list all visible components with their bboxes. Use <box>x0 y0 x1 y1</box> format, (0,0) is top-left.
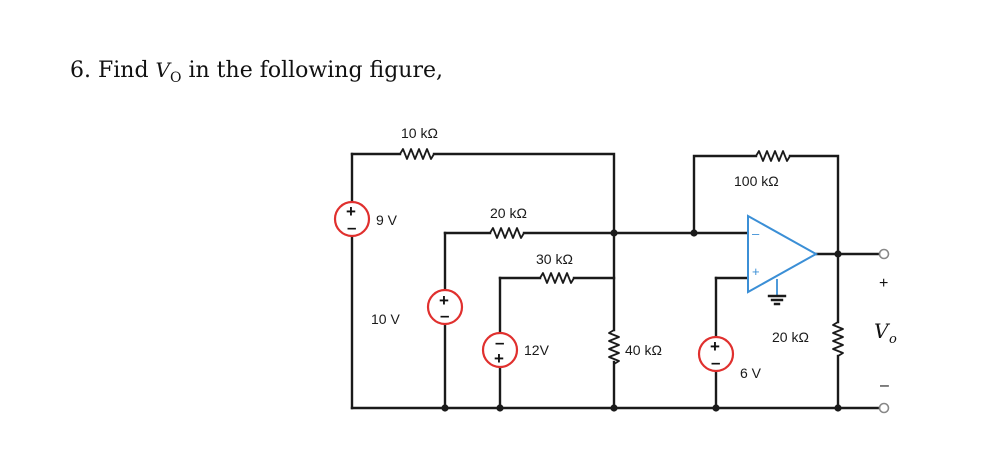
resistor-10k: 10 kΩ <box>399 125 438 160</box>
resistor-10k-label: 10 kΩ <box>401 125 438 141</box>
resistor-40k: 40 kΩ <box>608 329 662 365</box>
output-plus-sign: + <box>879 275 888 292</box>
source-10v-label: 10 V <box>371 311 400 327</box>
output-terminal-top <box>878 248 890 260</box>
resistor-20k-label: 20 kΩ <box>490 205 527 221</box>
source-6v: + – 6 V <box>697 335 762 381</box>
resistor-40k-label: 40 kΩ <box>625 342 662 358</box>
source-9v-plus: + <box>346 202 356 221</box>
output-voltage-label: V <box>874 319 891 343</box>
question-text: 6. Find VO in the following figure, <box>70 58 443 86</box>
source-6v-plus: + <box>710 337 720 356</box>
source-9v-label: 9 V <box>376 212 398 228</box>
resistor-20k-load-label: 20 kΩ <box>772 329 809 345</box>
op-amp-noninverting-sign: + <box>752 264 760 279</box>
source-12v-minus: – <box>495 333 504 352</box>
output-minus-sign: – <box>880 377 889 394</box>
question-variable: VO <box>155 58 182 86</box>
wire-top-left-b <box>432 152 616 235</box>
ground-symbol <box>767 294 787 306</box>
output-terminals: + – V o <box>874 248 897 414</box>
junctions <box>441 229 842 412</box>
op-amp: – + <box>747 214 819 306</box>
source-12v: – + 12V <box>481 331 550 369</box>
source-10v: + – 10 V <box>371 288 464 327</box>
source-6v-label: 6 V <box>740 365 762 381</box>
resistor-20k-load: 20 kΩ <box>772 321 844 357</box>
source-9v: + – 9 V <box>333 200 398 238</box>
question-suffix: in the following figure, <box>188 58 443 83</box>
source-9v-minus: – <box>347 218 356 237</box>
source-10v-plus: + <box>439 291 449 310</box>
resistor-20k: 20 kΩ <box>489 205 527 239</box>
output-terminal-bottom <box>878 402 890 414</box>
resistor-100k-label: 100 kΩ <box>734 173 779 189</box>
source-12v-plus: + <box>494 349 504 368</box>
source-12v-label: 12V <box>524 342 550 358</box>
question-prefix: 6. Find <box>70 58 149 83</box>
op-amp-inverting-sign: – <box>752 226 760 241</box>
source-10v-minus: – <box>440 306 449 325</box>
output-voltage-sub: o <box>889 332 897 347</box>
source-6v-minus: – <box>711 353 720 372</box>
resistor-30k: 30 kΩ <box>536 251 575 284</box>
wire-feedback-right <box>788 154 840 256</box>
wires <box>350 152 882 410</box>
resistor-30k-label: 30 kΩ <box>536 251 573 267</box>
wire-feedback-left <box>692 154 758 235</box>
resistor-100k: 100 kΩ <box>734 150 791 189</box>
